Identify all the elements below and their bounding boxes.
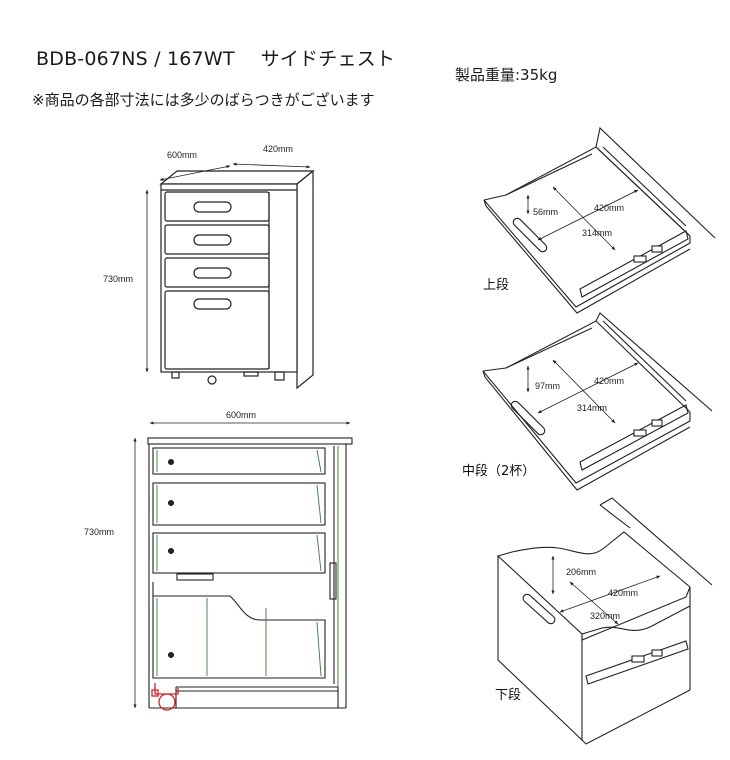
bottom-drawer-depth: 420mm xyxy=(608,588,638,598)
bottom-drawer-width: 320mm xyxy=(590,611,620,621)
section-dimensions xyxy=(133,421,351,709)
front-handle-4 xyxy=(193,298,232,310)
top-drawer-width: 314mm xyxy=(582,228,612,238)
front-isometric-view xyxy=(159,169,315,390)
top-drawer-dimensions xyxy=(526,186,639,251)
section-height-label: 730mm xyxy=(84,527,114,537)
middle-drawer-depth: 420mm xyxy=(594,376,624,386)
front-width-label: 600mm xyxy=(167,150,197,160)
front-height-label: 730mm xyxy=(103,274,133,284)
product-title: BDB-067NS / 167WT サイドチェスト xyxy=(36,44,395,71)
front-handle-1 xyxy=(193,201,232,213)
bottom-drawer-height: 206mm xyxy=(566,567,596,577)
section-width-label: 600mm xyxy=(226,410,256,420)
front-handle-2 xyxy=(193,234,232,246)
top-drawer-height: 56mm xyxy=(533,207,558,217)
bottom-drawer-diagram xyxy=(497,497,713,745)
section-drawer-2 xyxy=(152,482,326,526)
middle-drawer-dimensions xyxy=(526,359,639,424)
dimension-note: ※商品の各部寸法には多少のばらつきがございます xyxy=(32,91,375,109)
product-weight: 製品重量:35kg xyxy=(455,66,558,84)
front-depth-label: 420mm xyxy=(263,144,293,154)
caster-highlight xyxy=(151,683,179,711)
middle-drawer-width: 314mm xyxy=(577,403,607,413)
middle-drawer-height: 97mm xyxy=(535,381,560,391)
section-drawer-3 xyxy=(152,532,326,574)
section-drawer-4 xyxy=(152,582,326,679)
bottom-drawer-dimensions xyxy=(551,555,661,625)
top-drawer-label: 上段 xyxy=(483,278,509,293)
front-handle-3 xyxy=(193,267,232,279)
front-dimensions xyxy=(145,162,311,373)
top-drawer-diagram xyxy=(483,126,716,314)
middle-drawer-diagram xyxy=(482,312,713,491)
middle-drawer-label: 中段（2杯） xyxy=(462,464,535,479)
bottom-drawer-label: 下段 xyxy=(495,688,521,703)
product-name: サイドチェスト xyxy=(260,48,396,70)
model-number: BDB-067NS / 167WT xyxy=(36,48,235,70)
section-drawer-1 xyxy=(152,447,326,475)
top-drawer-depth: 420mm xyxy=(594,203,624,213)
section-view xyxy=(147,437,353,709)
